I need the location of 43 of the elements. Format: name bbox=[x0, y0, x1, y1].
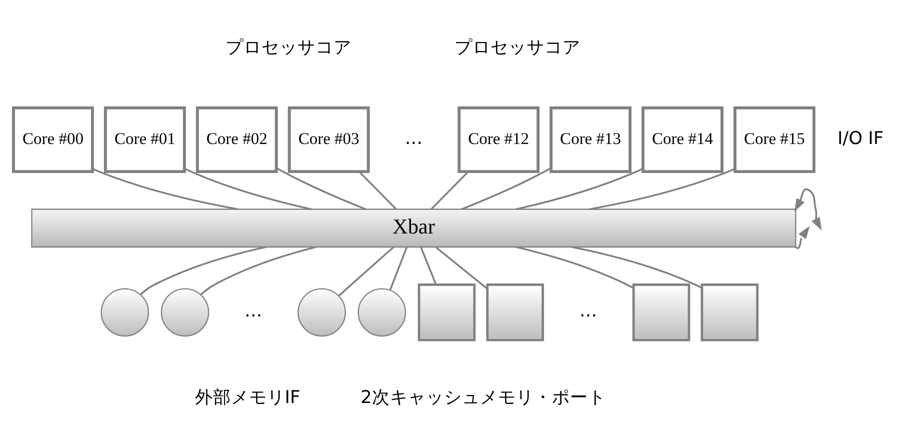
connector bbox=[435, 246, 488, 290]
connector bbox=[430, 171, 469, 210]
node-circle bbox=[160, 288, 210, 337]
connector bbox=[276, 167, 366, 210]
connector bbox=[140, 246, 266, 296]
node-box: Core #01 bbox=[104, 106, 186, 174]
label: 外部メモリIF bbox=[194, 388, 300, 408]
label: … bbox=[244, 302, 262, 322]
connector bbox=[461, 167, 552, 210]
node-box bbox=[418, 284, 476, 342]
node-circle bbox=[298, 288, 346, 337]
node-box: Core #15 bbox=[733, 106, 816, 174]
connector bbox=[200, 246, 316, 296]
connector bbox=[420, 246, 437, 285]
label: 2次キャッシュメモリ・ポート bbox=[360, 388, 606, 408]
connector bbox=[516, 168, 644, 210]
connector bbox=[516, 246, 634, 290]
connector bbox=[389, 246, 408, 290]
node-box: Core #02 bbox=[196, 106, 278, 174]
arrow bbox=[794, 188, 822, 230]
node-box bbox=[700, 284, 759, 342]
node-circle bbox=[358, 288, 406, 337]
node-box: Xbar bbox=[31, 208, 796, 248]
node-box: Core #00 bbox=[12, 106, 94, 174]
label: … bbox=[404, 128, 423, 149]
connector bbox=[92, 168, 238, 210]
node-box bbox=[632, 284, 690, 342]
connector bbox=[338, 246, 394, 296]
node-box: Core #12 bbox=[458, 106, 540, 174]
node-box: Core #13 bbox=[550, 106, 632, 174]
connector bbox=[184, 168, 312, 210]
connector bbox=[358, 171, 397, 210]
label: プロセッサコア bbox=[226, 38, 352, 58]
arrow bbox=[795, 226, 810, 250]
node-circle bbox=[100, 288, 150, 337]
label: プロセッサコア bbox=[454, 38, 580, 58]
connector bbox=[589, 168, 736, 210]
node-box bbox=[486, 284, 544, 342]
label: I/O IF bbox=[837, 128, 884, 149]
label: … bbox=[579, 302, 598, 322]
node-box: Core #14 bbox=[642, 106, 724, 174]
connector bbox=[571, 246, 702, 289]
node-box: Core #03 bbox=[288, 106, 370, 174]
